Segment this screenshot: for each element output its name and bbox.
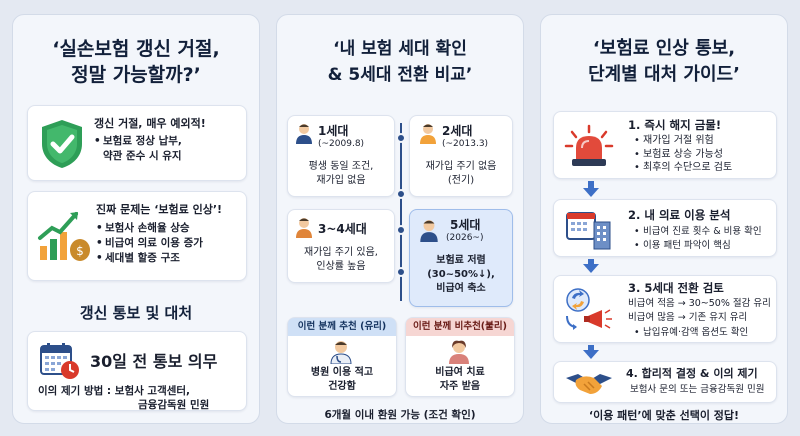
gen5-desc-line1: 보험료 저렴 xyxy=(436,255,486,266)
panel1-title-line2: 정말 가능할까?’ xyxy=(71,64,201,86)
step1-bullet-1: 재가입 거절 위험 xyxy=(634,134,732,148)
recommend-line2: 건강함 xyxy=(328,381,356,392)
step2-bullet-1: 비급여 진료 횟수 & 비용 확인 xyxy=(634,225,762,239)
panel2-title-line1: ‘내 보험 세대 확인 xyxy=(333,39,467,59)
step-arrow-head xyxy=(583,350,599,359)
step-arrow xyxy=(588,181,594,189)
step2-bullet-2: 이용 패턴 파악이 핵심 xyxy=(634,239,762,253)
person-icon xyxy=(420,220,438,242)
gen5-desc-line2: (30~50%↓), xyxy=(427,269,495,280)
card3-line2: 금융감독원 민원 xyxy=(138,399,210,411)
panel-step-guide: ‘보험료 인상 통보, 단계별 대처 가이드’ 1. 즉시 해지 금물! 재가입… xyxy=(540,14,788,424)
card1-bullet1-line2: 약관 준수 시 유지 xyxy=(103,150,182,162)
panel-renewal-refusal: ‘실손보험 갱신 거절, 정말 가능할까?’ 갱신 거절, 매우 예외적! 보험… xyxy=(12,14,260,424)
gen2-name: 2세대 xyxy=(442,124,473,138)
premium-increase-card: $ 진짜 문제는 ‘보험료 인상’! 보험사 손해율 상승 비급여 의료 이용 … xyxy=(27,191,247,281)
card1-heading: 갱신 거절, 매우 예외적! xyxy=(94,117,206,130)
step3-bullet: 납입유예·감액 옵션도 확인 xyxy=(634,326,748,339)
gen1-desc-line2: 재가입 없음 xyxy=(316,175,366,186)
step4-heading: 4. 합리적 결정 & 이의 제기 xyxy=(626,367,758,380)
doctor-icon xyxy=(330,341,352,364)
rising-chart-money-icon: $ xyxy=(38,212,90,261)
step-arrow xyxy=(588,259,594,265)
card2-bullet-2: 비급여 의료 이용 증가 xyxy=(96,236,203,251)
shield-check-icon xyxy=(42,120,82,168)
person-icon xyxy=(420,124,436,144)
gen34-name: 3~4세대 xyxy=(318,222,367,236)
card2-bullet-3: 세대별 할증 구조 xyxy=(96,251,203,266)
gen2-desc-line1: 재가입 주기 없음 xyxy=(425,161,497,172)
panel1-title-line1: ‘실손보험 갱신 거절, xyxy=(52,38,220,60)
person-icon xyxy=(296,218,312,238)
gen1-name: 1세대 xyxy=(318,124,349,138)
panel3-footer: ‘이용 패턴’에 맞춘 선택이 정답! xyxy=(588,409,740,422)
timeline-line xyxy=(400,123,402,301)
svg-text:$: $ xyxy=(76,244,84,258)
panel3-title-line1: ‘보험료 인상 통보, xyxy=(592,38,736,59)
not-recommend-line1: 비급여 치료 xyxy=(435,367,485,378)
card2-bullet-1: 보험사 손해율 상승 xyxy=(96,221,203,236)
patient-icon xyxy=(449,340,469,364)
panel2-title-line2: & 5세대 전환 비교’ xyxy=(327,65,473,85)
gen1-desc-line1: 평생 동일 조건, xyxy=(308,161,374,172)
gen2-card: 2세대 (~2013.3) 재가입 주기 없음 (전기) xyxy=(409,115,513,197)
step3-line1: 비급여 적음 → 30~50% 절감 유리 xyxy=(628,298,771,309)
step-arrow-head xyxy=(583,188,599,197)
step1-card: 1. 즉시 해지 금물! 재가입 거절 위험 보험료 상승 가능성 최후의 수단… xyxy=(553,111,777,179)
step3-line2: 비급여 많음 → 기존 유지 유리 xyxy=(628,312,748,323)
timeline-dot xyxy=(396,225,406,235)
handshake-icon xyxy=(566,374,612,394)
panel-generation-compare: ‘내 보험 세대 확인 & 5세대 전환 비교’ 1세대 (~2009.8) 평… xyxy=(276,14,524,424)
gen34-desc-line2: 인상률 높음 xyxy=(316,261,366,272)
step4-line1: 보험사 문의 또는 금융감독원 민원 xyxy=(630,384,765,395)
panel3-title-line2: 단계별 대처 가이드’ xyxy=(588,64,740,85)
step3-heading: 3. 5세대 전환 검토 xyxy=(628,281,724,295)
renewal-exception-card: 갱신 거절, 매우 예외적! 보험료 정상 납부, 약관 준수 시 유지 xyxy=(27,105,247,181)
step-arrow-head xyxy=(583,264,599,273)
gen2-period: (~2013.3) xyxy=(442,139,489,149)
not-recommend-line2: 자주 받음 xyxy=(439,381,481,392)
card3-line1: 이의 제기 방법 : 보험사 고객센터, xyxy=(38,385,191,397)
timeline-dot xyxy=(396,267,406,277)
gen5-period: (2026~) xyxy=(446,233,484,243)
step-arrow xyxy=(588,345,594,351)
person-icon xyxy=(296,124,312,144)
step1-bullet-2: 보험료 상승 가능성 xyxy=(634,148,732,162)
step2-card: 2. 내 의료 이용 분석 비급여 진료 횟수 & 비용 확인 이용 패턴 파악… xyxy=(553,199,777,257)
card2-heading: 진짜 문제는 ‘보험료 인상’! xyxy=(96,203,223,216)
calendar-building-icon xyxy=(566,212,611,250)
gen34-card: 3~4세대 재가입 주기 있음, 인상률 높음 xyxy=(287,209,395,283)
card1-bullet1-line1: 보험료 정상 납부, xyxy=(94,134,182,149)
step2-heading: 2. 내 의료 이용 분석 xyxy=(628,208,731,222)
gen1-period: (~2009.8) xyxy=(318,139,365,149)
gen2-desc-line2: (전기) xyxy=(447,175,475,186)
not-recommend-label: 이런 분께 비추천(불리) xyxy=(406,318,514,336)
gen5-name: 5세대 xyxy=(450,218,481,232)
step4-card: 4. 합리적 결정 & 이의 제기 보험사 문의 또는 금융감독원 민원 xyxy=(553,361,777,403)
section-renewal-notice-title: 갱신 통보 및 대처 xyxy=(79,304,193,322)
card3-heading: 30일 전 통보 의무 xyxy=(90,352,218,371)
step1-heading: 1. 즉시 해지 금물! xyxy=(628,118,722,132)
siren-icon xyxy=(564,124,614,166)
gen34-desc-line1: 재가입 주기 있음, xyxy=(304,247,378,258)
step1-bullet-3: 최후의 수단으로 검토 xyxy=(634,161,732,175)
gen5-card: 5세대 (2026~) 보험료 저렴 (30~50%↓), 비급여 축소 xyxy=(409,209,513,307)
panel2-footer: 6개월 이내 환원 가능 (조건 확인) xyxy=(324,409,476,421)
gen5-desc-line3: 비급여 축소 xyxy=(436,283,486,294)
recommend-label: 이런 분께 추천 (유리) xyxy=(288,318,396,336)
timeline-dot xyxy=(396,189,406,199)
recommend-card: 이런 분께 추천 (유리) 병원 이용 적고 건강함 xyxy=(287,317,397,397)
not-recommend-card: 이런 분께 비추천(불리) 비급여 치료 자주 받음 xyxy=(405,317,515,397)
recommend-line1: 병원 이용 적고 xyxy=(310,367,374,378)
step3-card: 3. 5세대 전환 검토 비급여 적음 → 30~50% 절감 유리 비급여 많… xyxy=(553,275,777,343)
notice-card: 30일 전 통보 의무 이의 제기 방법 : 보험사 고객센터, 금융감독원 민… xyxy=(27,331,247,411)
gen1-card: 1세대 (~2009.8) 평생 동일 조건, 재가입 없음 xyxy=(287,115,395,197)
convert-megaphone-icon xyxy=(566,288,612,330)
calendar-clock-icon xyxy=(40,343,79,379)
timeline-dot xyxy=(396,133,406,143)
